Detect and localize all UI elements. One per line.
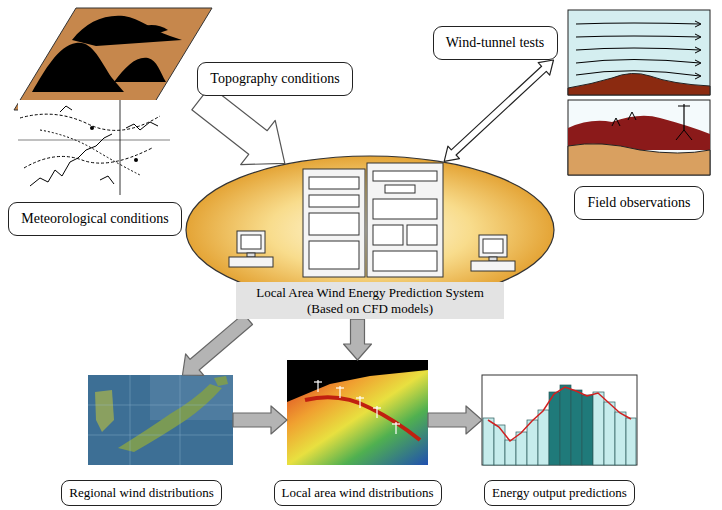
panel-label: Regional wind distributions [69, 485, 213, 501]
output-arrow [344, 319, 372, 360]
box-label: Topography conditions [210, 71, 339, 87]
system-title-band: Local Area Wind Energy Prediction System… [236, 282, 504, 319]
input-block-arrow [192, 86, 285, 164]
label-box: Regional wind distributions [61, 480, 222, 506]
box-label: Meteorological conditions [21, 211, 168, 227]
output-panel: Regional wind distributions [88, 375, 233, 508]
output-panel: Local area wind distributions [287, 360, 428, 508]
panel-label: Energy output predictions [492, 485, 627, 501]
field-observation-illustration [568, 100, 710, 175]
label-box: Field observations [574, 186, 704, 220]
energy-output-chart [482, 375, 637, 465]
box-label: Field observations [587, 195, 690, 211]
output-arrow [183, 314, 253, 375]
validation-double-arrow [444, 60, 553, 161]
output-panel: Energy output predictions [482, 375, 637, 508]
system-title: Local Area Wind Energy Prediction System [245, 285, 495, 301]
weather-map [18, 100, 170, 195]
panel-label: Local area wind distributions [282, 485, 434, 501]
system-title: (Based on CFD models) [245, 301, 495, 317]
box-label: Wind-tunnel tests [446, 35, 545, 51]
prediction-system-ellipse: Local Area Wind Energy Prediction System… [185, 155, 555, 305]
local-terrain-map [287, 360, 428, 465]
label-box: Energy output predictions [484, 480, 635, 506]
wind-tunnel-illustration [568, 10, 710, 95]
output-arrow [428, 406, 482, 434]
output-arrow [233, 406, 287, 434]
label-box: Topography conditions [197, 62, 353, 96]
regional-map [88, 375, 233, 465]
label-box: Meteorological conditions [8, 202, 182, 236]
label-box: Local area wind distributions [274, 480, 442, 506]
topography-illustration [14, 8, 212, 110]
label-box: Wind-tunnel tests [433, 26, 558, 60]
